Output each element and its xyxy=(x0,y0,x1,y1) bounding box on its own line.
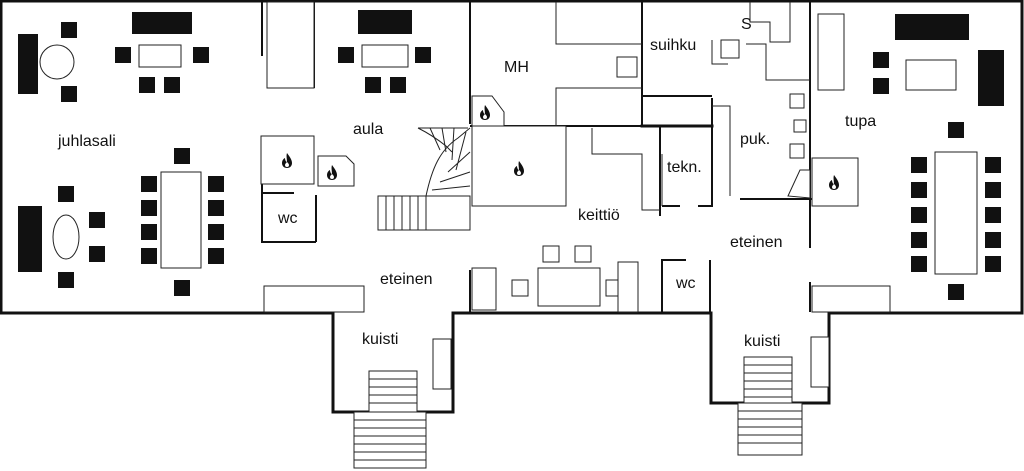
label-tekn: tekn. xyxy=(667,159,702,176)
label-wc-left: wc xyxy=(277,210,298,227)
porch-stairs-left xyxy=(353,338,452,469)
label-eteinen-left: eteinen xyxy=(380,271,433,288)
juhlasali-furniture xyxy=(18,1,315,296)
label-suihku: suihku xyxy=(650,37,696,54)
label-mh: MH xyxy=(504,59,529,76)
room-labels: juhlasali aula MH suihku S puk. tupa tek… xyxy=(57,16,876,350)
label-kuisti-left: kuisti xyxy=(362,331,398,348)
label-puk: puk. xyxy=(740,131,770,148)
label-eteinen-right: eteinen xyxy=(730,234,783,251)
fireplaces xyxy=(260,95,859,207)
fixtures xyxy=(471,2,891,313)
tupa-furniture xyxy=(873,14,1004,300)
label-s: S xyxy=(741,16,752,33)
aula-staircase xyxy=(377,127,471,231)
label-aula: aula xyxy=(353,121,383,138)
label-kuisti-right: kuisti xyxy=(744,333,780,350)
label-wc-right: wc xyxy=(675,275,696,292)
label-juhlasali: juhlasali xyxy=(57,133,116,150)
label-tupa: tupa xyxy=(845,113,876,130)
label-keittio: keittiö xyxy=(578,207,620,224)
porch-stairs-right xyxy=(737,336,830,456)
aula-furniture xyxy=(263,10,431,313)
